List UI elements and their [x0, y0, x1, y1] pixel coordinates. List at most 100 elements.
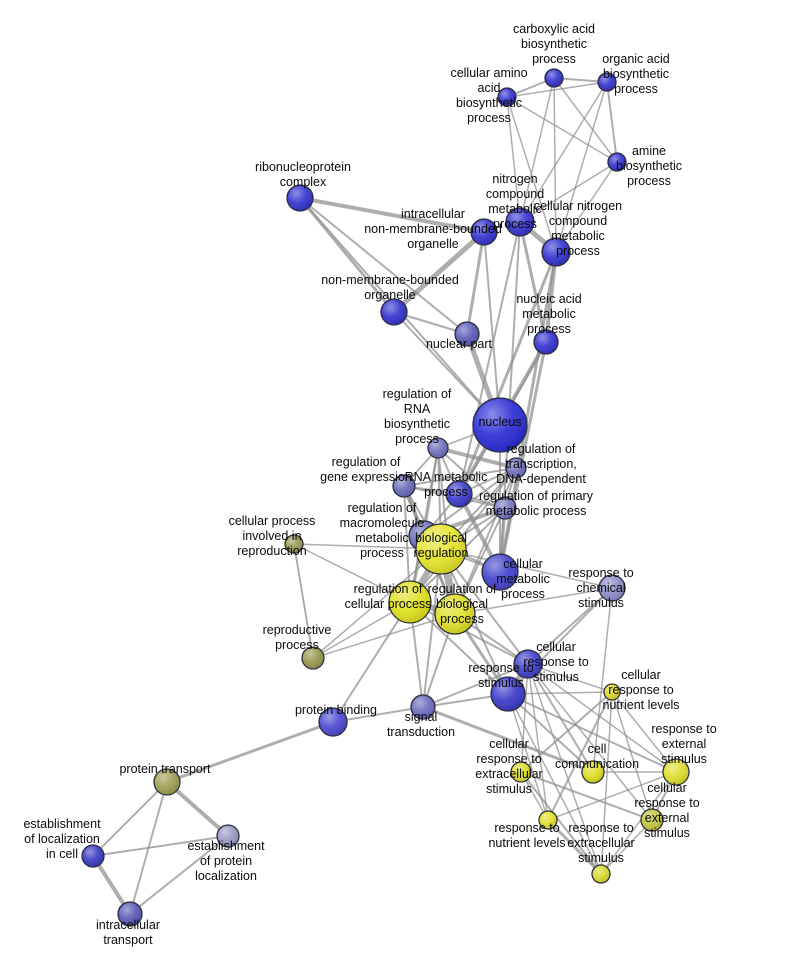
- edge-cellular-response-extracellular--response-extracellular-stimulus: [520, 771, 602, 875]
- label-nuclear-part: nuclear part: [426, 337, 493, 351]
- edge-regulation-transcription-dna--regulation-gene-expression: [403, 467, 517, 487]
- edge-cellular-nitrogen-compound-metabolic--rna-metabolic: [457, 250, 558, 496]
- edge-response-chemical-stimulus--regulation-biological-process: [454, 587, 613, 615]
- edge-ribonucleoprotein-complex--intracellular-nmb-organelle: [298, 196, 486, 234]
- edge-cellular-response-stimulus--cellular-response-external: [527, 663, 653, 821]
- edge-regulation-cellular-process--protein-binding: [332, 601, 411, 723]
- edge-cellular-response-stimulus--cellular-response-nutrient-levels: [527, 663, 613, 693]
- edge-cellular-response-stimulus--response-extracellular-stimulus: [527, 663, 602, 875]
- edge-cellular-response-nutrient-levels--cellular-response-external: [611, 691, 653, 821]
- edge-cellular-response-extracellular--cellular-response-external: [520, 771, 653, 821]
- edge-cellular-response-stimulus--response-nutrient-levels: [527, 663, 549, 821]
- edge-carboxylic-acid-biosynthetic--amine-biosynthetic: [553, 77, 618, 163]
- edge-cellular-amino-acid-biosynthetic--organic-acid-biosynthetic: [506, 81, 608, 98]
- node-nmb-organelle[interactable]: [380, 298, 408, 326]
- edge-cellular-response-nutrient-levels--response-nutrient-levels: [547, 691, 613, 821]
- edge-cellular-response-nutrient-levels--response-extracellular-stimulus: [600, 691, 613, 875]
- edge-biological-regulation--response-stimulus: [440, 548, 509, 695]
- edge-protein-binding--protein-transport: [165, 720, 335, 784]
- node-layer: [81, 68, 690, 927]
- edge-organic-acid-biosynthetic--nitrogen-compound-metabolic: [519, 81, 608, 223]
- edge-response-chemical-stimulus--cellular-response-stimulus: [527, 587, 613, 665]
- edge-nitrogen-compound-metabolic--rna-metabolic: [458, 221, 521, 495]
- edge-cellular-response-nutrient-levels--cellular-response-extracellular: [520, 691, 613, 773]
- edge-cellular-amino-acid-biosynthetic--cellular-nitrogen-compound-metabolic: [506, 96, 557, 253]
- label-protein-transport: protein transport: [119, 762, 211, 776]
- edge-intracellular-nmb-organelle--nmb-organelle: [391, 229, 487, 315]
- edge-cellular-response-nutrient-levels--response-external-stimulus: [611, 691, 677, 773]
- edge-regulation-rna-biosynthetic--regulation-transcription-dna: [436, 446, 518, 470]
- edge-response-chemical-stimulus--cell-communication: [592, 587, 613, 773]
- node-establishment-localization-cell[interactable]: [81, 844, 105, 868]
- label-protein-binding: protein binding: [295, 703, 377, 717]
- edge-cellular-amino-acid-biosynthetic--amine-biosynthetic: [506, 96, 618, 163]
- edge-cellular-response-stimulus--cellular-response-extracellular: [520, 663, 529, 773]
- edge-cellular-response-stimulus--response-external-stimulus: [527, 663, 677, 773]
- edge-response-external-stimulus--response-nutrient-levels: [547, 771, 677, 821]
- edge-intracellular-nmb-organelle--nucleus: [483, 231, 501, 426]
- edge-signal-transduction--protein-binding: [332, 706, 424, 723]
- edge-nitrogen-compound-metabolic--nucleic-acid-metabolic: [518, 220, 548, 344]
- edge-amine-biosynthetic--cellular-nitrogen-compound-metabolic: [555, 161, 618, 253]
- node-response-extracellular-stimulus[interactable]: [591, 864, 611, 884]
- edge-establishment-protein-localization--intracellular-transport: [129, 835, 229, 915]
- label-nucleus: nucleus: [478, 415, 521, 429]
- edge-response-external-stimulus--response-extracellular-stimulus: [600, 771, 677, 875]
- edge-nucleic-acid-metabolic--cellular-metabolic: [498, 340, 548, 574]
- edge-cellular-amino-acid-biosynthetic--nitrogen-compound-metabolic: [506, 96, 521, 223]
- node-carboxylic-acid-biosynthetic[interactable]: [544, 68, 564, 88]
- edge-organic-acid-biosynthetic--amine-biosynthetic: [606, 81, 618, 163]
- edge-regulation-rna-biosynthetic--regulation-primary-metabolic: [437, 447, 506, 509]
- edge-biological-regulation--signal-transduction: [422, 548, 442, 708]
- edge-response-chemical-stimulus--biological-regulation: [440, 548, 613, 589]
- edge-ribonucleoprotein-complex--nuclear-part: [299, 197, 468, 335]
- edge-signal-transduction--cell-communication: [421, 705, 595, 774]
- edge-organic-acid-biosynthetic--cellular-nitrogen-compound-metabolic: [555, 81, 608, 253]
- edge-response-nutrient-levels--response-extracellular-stimulus: [546, 818, 603, 876]
- edge-amine-biosynthetic--nitrogen-compound-metabolic: [519, 161, 618, 223]
- edge-intracellular-nmb-organelle--nuclear-part: [465, 230, 486, 336]
- edge-reproductive-process--cellular-process-reproduction: [293, 543, 314, 659]
- edge-cellular-response-stimulus--signal-transduction: [422, 663, 529, 708]
- edge-regulation-biological-process--reproductive-process: [312, 613, 456, 659]
- edge-establishment-localization-cell--establishment-protein-localization: [92, 835, 229, 857]
- edge-carboxylic-acid-biosynthetic--nitrogen-compound-metabolic: [519, 77, 555, 223]
